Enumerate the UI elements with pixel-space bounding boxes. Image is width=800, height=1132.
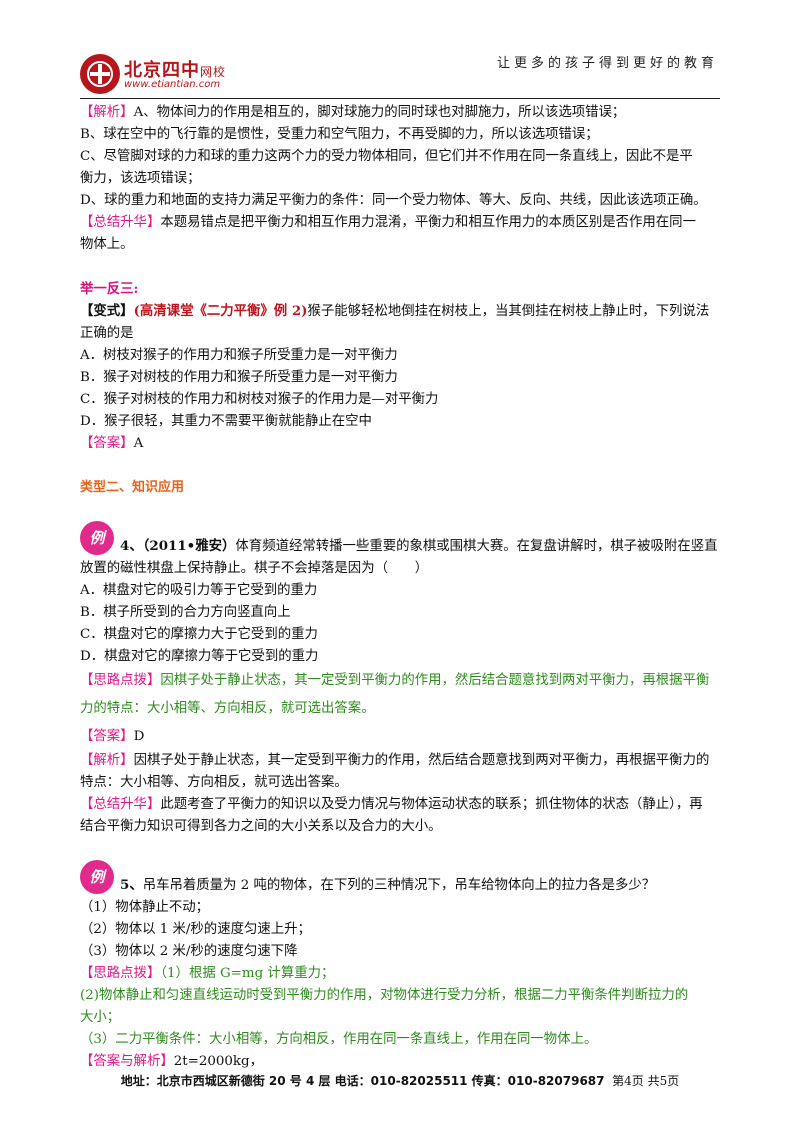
example-4-option-c: C．棋盘对它的摩擦力大于它受到的重力 [80, 627, 318, 642]
variant-answer: 【答案】A [80, 436, 144, 451]
logo-seal-icon [80, 54, 120, 94]
example-4-option-a: A．棋盘对它的吸引力等于它受到的重力 [80, 583, 318, 598]
example-5-hint-2: (2)物体静止和匀速直线运动时受到平衡力的作用，对物体进行受力分析，根据二力平衡… [80, 988, 689, 1003]
example-5-question: 例 5、吊车吊着质量为 2 吨的物体，在下列的三种情况下，吊车给物体向上的拉力各… [80, 860, 720, 897]
footer-address: 地址：北京市西城区新德街 20 号 4 层 电话：010-82025511 传真… [120, 1074, 605, 1088]
example-4-question-2: 放置的磁性棋盘上保持静止。棋子不会掉落是因为（ ） [80, 561, 429, 576]
example-4-analysis-2: 特点：大小相等、方向相反，就可选出答案。 [80, 775, 348, 790]
variant-heading: 举一反三: [80, 281, 139, 297]
example-badge-icon: 例 [80, 521, 114, 555]
analysis-line-b: B、球在空中的飞行靠的是惯性，受重力和空气阻力，不再受脚的力，所以该选项错误； [80, 127, 599, 142]
example-4-answer: 【答案】D [80, 729, 145, 744]
example-4-option-b: B．棋子所受到的合力方向竖直向上 [80, 605, 291, 620]
section-heading: 类型二、知识应用 [80, 480, 185, 495]
school-logo[interactable]: 北京四中网校 www.etiantian.com [80, 52, 270, 98]
variant-option-a: A．树枝对猴子的作用力和猴子所受重力是一对平衡力 [80, 348, 398, 363]
example-5-case-3: （3）物体以 2 米/秒的速度匀速下降 [80, 944, 298, 959]
page-content: 【解析】A、物体间力的作用是相互的，脚对球施力的同时球也对脚施力，所以该选项错误… [80, 102, 720, 1073]
page-header: 北京四中网校 www.etiantian.com 让更多的孩子得到更好的教育 [0, 0, 800, 100]
summary-line-2: 物体上。 [80, 237, 134, 252]
analysis-line-d: D、球的重力和地面的支持力满足平衡力的条件：同一个受力物体、等大、反向、共线，因… [80, 193, 707, 208]
example-5-case-2: （2）物体以 1 米/秒的速度匀速上升； [80, 922, 311, 937]
logo-url: www.etiantian.com [124, 79, 221, 90]
page-number: 第4页 共5页 [612, 1074, 680, 1088]
example-5-hint-1: 【思路点拨】（1）根据 G=mg 计算重力； [80, 966, 335, 981]
example-4-hint-2: 力的特点：大小相等、方向相反，就可选出答案。 [80, 701, 375, 716]
analysis-line-a: 【解析】A、物体间力的作用是相互的，脚对球施力的同时球也对脚施力，所以该选项错误… [80, 105, 626, 120]
example-4-question: 例 4、（2011•雅安）体育频道经常转播一些重要的象棋或围棋大赛。在复盘讲解时… [80, 521, 720, 558]
variant-question-2: 正确的是 [80, 326, 134, 341]
variant-option-c: C．猴子对树枝的作用力和树枝对猴子的作用力是—对平衡力 [80, 392, 439, 407]
variant-question-1: 【变式】(高清课堂《二力平衡》例 2)猴子能够轻松地倒挂在树枝上，当其倒挂在树枝… [80, 303, 710, 319]
page-footer: 地址：北京市西城区新德街 20 号 4 层 电话：010-82025511 传真… [0, 1072, 800, 1089]
header-slogan: 让更多的孩子得到更好的教育 [496, 56, 718, 71]
example-4-hint-1: 【思路点拨】因棋子处于静止状态，其一定受到平衡力的作用，然后结合题意找到两对平衡… [80, 673, 710, 688]
example-5-answer: 【答案与解析】2t=2000kg， [80, 1054, 264, 1069]
example-4-analysis-1: 【解析】因棋子处于静止状态，其一定受到平衡力的作用，然后结合题意找到两对平衡力，… [80, 753, 710, 768]
example-5-case-1: （1）物体静止不动； [80, 900, 210, 915]
example-4-summary-2: 结合平衡力知识可得到各力之间的大小关系以及合力的大小。 [80, 819, 442, 834]
example-4-summary-1: 【总结升华】此题考查了平衡力的知识以及受力情况与物体运动状态的联系；抓住物体的状… [80, 797, 703, 812]
example-4-option-d: D．棋盘对它的摩擦力等于它受到的重力 [80, 649, 319, 664]
example-5-hint-4: （3）二力平衡条件：大小相等，方向相反，作用在同一条直线上，作用在同一物体上。 [80, 1032, 598, 1047]
analysis-line-c1: C、尽管脚对球的力和球的重力这两个力的受力物体相同，但它们并不作用在同一条直线上… [80, 149, 693, 164]
header-divider [80, 98, 720, 99]
example-5-hint-3: 大小； [80, 1010, 121, 1025]
example-badge-icon: 例 [80, 860, 114, 894]
summary-line-1: 【总结升华】本题易错点是把平衡力和相互作用力混淆，平衡力和相互作用力的本质区别是… [80, 215, 696, 230]
variant-option-d: D．猴子很轻，其重力不需要平衡就能静止在空中 [80, 414, 372, 429]
logo-name: 北京四中网校 [124, 60, 227, 81]
variant-option-b: B．猴子对树枝的作用力和猴子所受重力是一对平衡力 [80, 370, 398, 385]
analysis-line-c2: 衡力，该选项错误； [80, 171, 201, 186]
